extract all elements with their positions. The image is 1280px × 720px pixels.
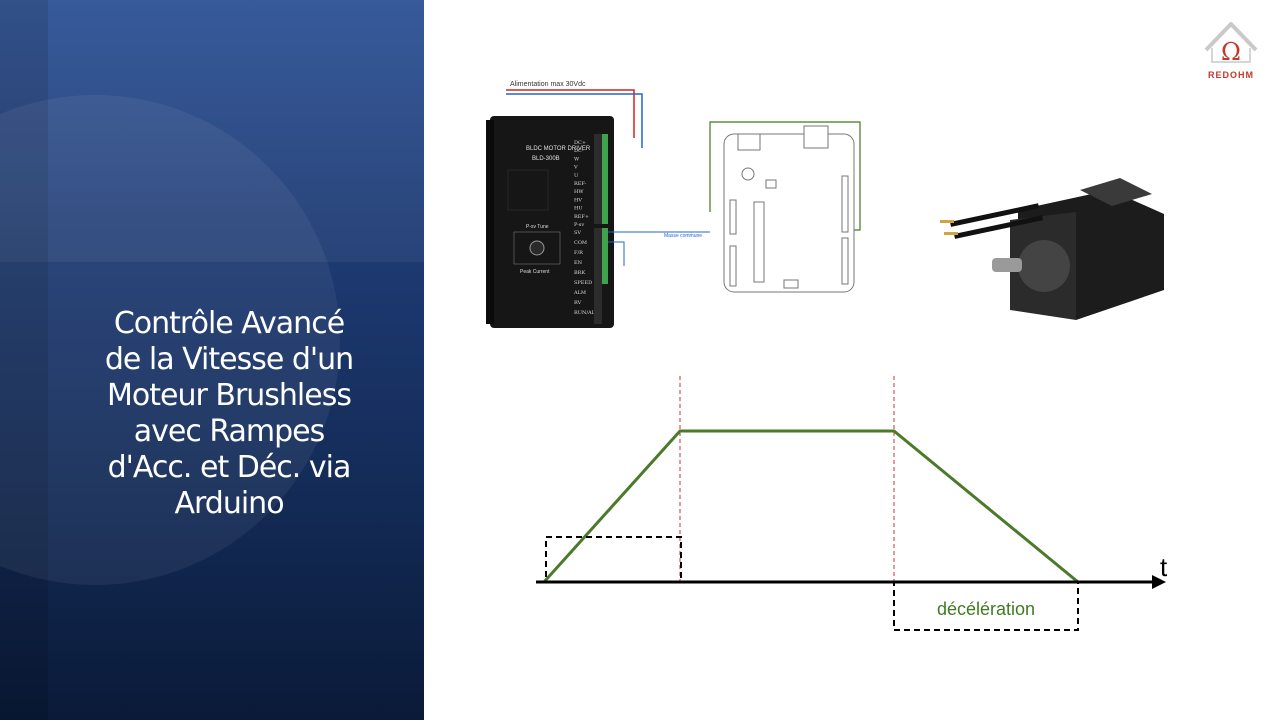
- svg-text:Ω: Ω: [1221, 38, 1241, 66]
- terminal-bottom-label-7: RV: [574, 300, 582, 306]
- bldc-driver: BLDC MOTOR DRIVER BLD-300B P-sv Tune Pea…: [486, 116, 614, 328]
- terminal-top-label-9: REF+: [574, 214, 589, 220]
- terminal-bottom-label-8: RUN/ALM: [574, 310, 600, 316]
- terminal-bottom-label-5: SPEED: [574, 280, 592, 286]
- terminal-block-bottom: [602, 228, 608, 284]
- terminal-top-label-0: DC+: [574, 140, 586, 146]
- motor-shaft: [992, 258, 1022, 272]
- terminal-bottom-label-3: EN: [574, 260, 583, 266]
- terminal-labels-bottom: SV COM F/R EN BRK SPEED ALM RV RUN/ALM: [573, 230, 600, 316]
- terminal-top-label-3: V: [573, 165, 578, 171]
- brushless-motor-image: [940, 178, 1164, 320]
- speed-knob-icon: [529, 240, 545, 256]
- signal-wire: [608, 241, 625, 266]
- terminal-top-label-6: HW: [574, 189, 584, 195]
- peak-current-label: Peak Current: [520, 269, 550, 275]
- title-panel: Contrôle Avancé de la Vitesse d'un Moteu…: [0, 0, 424, 720]
- terminal-top-label-8: HU: [574, 206, 583, 212]
- driver-model: BLD-300B: [532, 156, 560, 162]
- terminal-top-label-7: HV: [574, 197, 582, 203]
- redohm-logo: Ω REDOHM: [1204, 22, 1258, 80]
- terminal-top-label-4: U: [574, 173, 578, 179]
- speed-profile-curve: [542, 429, 1079, 584]
- driver-brand: BLDC MOTOR DRIVER: [526, 146, 591, 152]
- panel-band-vertical: [0, 0, 48, 720]
- terminal-bottom-label-1: COM: [574, 240, 587, 246]
- power-label: Alimentation max 30Vdc: [510, 81, 586, 88]
- power-wire-red: [506, 89, 635, 138]
- terminal-top-label-10: P-sv: [574, 222, 584, 228]
- terminal-bottom-label-6: ALM: [573, 290, 586, 296]
- terminal-top-label-1: DC-: [574, 148, 584, 154]
- decel-label: décélération: [937, 599, 1035, 619]
- ground-label: Masse commune: [664, 233, 702, 239]
- terminal-labels-top: DC+ DC- WVU REF- HW HV HU REF+ P-sv: [573, 140, 589, 228]
- slide-title: Contrôle Avancé de la Vitesse d'un Moteu…: [104, 306, 354, 521]
- terminal-bottom-label-2: F/R: [574, 250, 583, 256]
- speed-wire-green: [709, 121, 861, 231]
- terminal-top-label-2: W: [574, 156, 580, 162]
- speed-ramp-diagram: t décélération: [536, 376, 1168, 631]
- terminal-bottom-label-0: SV: [574, 230, 581, 236]
- terminal-top-label-5: REF-: [574, 181, 587, 187]
- terminal-bottom-label-4: BRK: [574, 270, 585, 276]
- panel-band-horizontal: [0, 0, 424, 262]
- arduino-board: [723, 125, 855, 293]
- logo-text: REDOHM: [1208, 70, 1254, 80]
- knob-label: P-sv Tune: [526, 224, 549, 230]
- power-wire-blue: [506, 93, 643, 148]
- axis-arrow-icon: [1152, 575, 1166, 589]
- wiring-diagram: Alimentation max 30Vdc BLDC MOTOR DRIVER…: [486, 81, 861, 328]
- terminal-block-top: [602, 134, 608, 224]
- axis-label-t: t: [1160, 552, 1168, 582]
